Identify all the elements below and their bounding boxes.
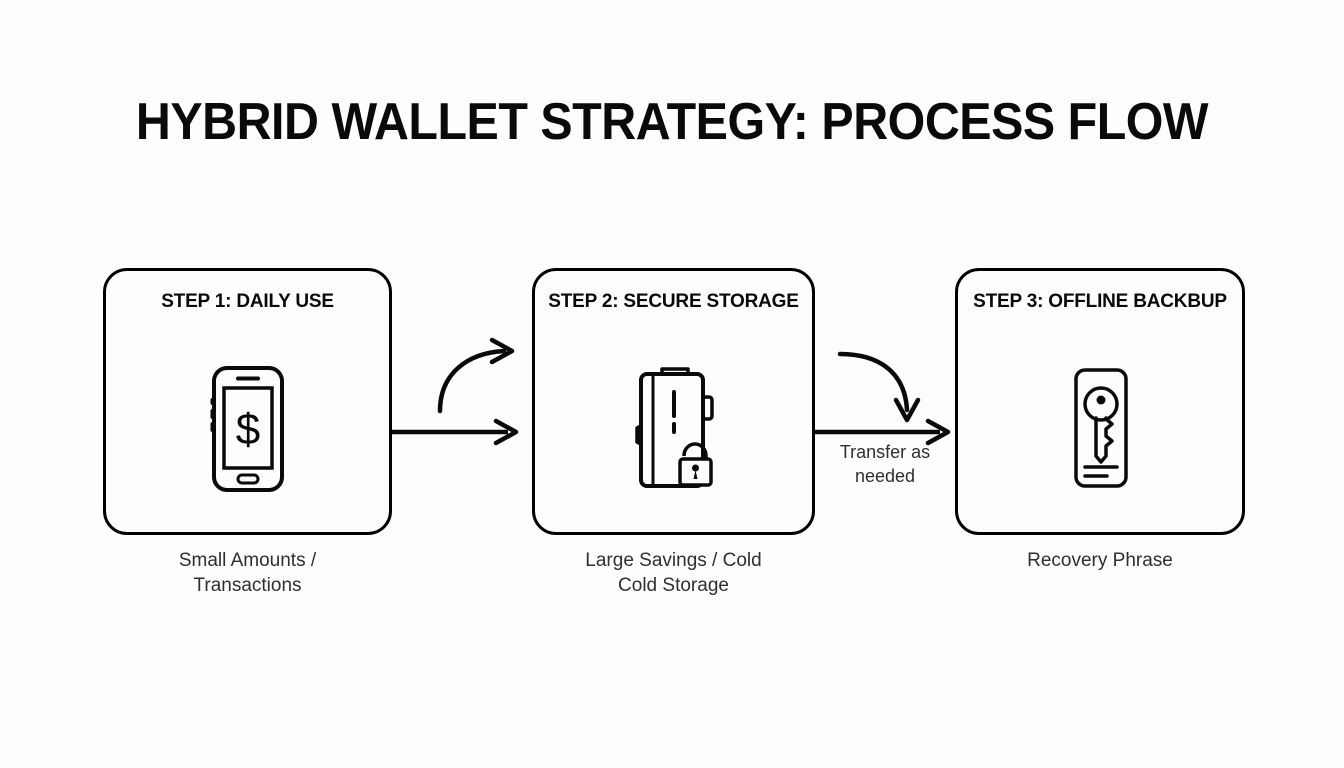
smartphone-dollar-icon: $ <box>106 359 389 499</box>
transfer-label-line1: Transfer as <box>839 442 931 462</box>
step-card-1[interactable]: STEP 1: DAILY USE $ <box>103 268 392 535</box>
transfer-as-needed-label: Transfer as needed <box>815 440 955 488</box>
curved-arrow-down-right-icon <box>837 351 921 423</box>
step-card-3-caption: Recovery Phrase <box>955 548 1245 573</box>
step-card-3-title: STEP 3: OFFLINE BACKBUP <box>973 291 1227 312</box>
connector-step1-step2 <box>392 268 532 568</box>
hardware-wallet-lock-icon <box>535 359 812 499</box>
step-card-2-title: STEP 2: SECURE STORAGE <box>548 291 799 312</box>
step-card-2-caption-line1: Large Savings / Cold <box>585 550 762 571</box>
step-card-2-caption: Large Savings / Cold Cold Storage <box>532 548 815 598</box>
step-card-3-caption-line1: Recovery Phrase <box>1027 550 1173 571</box>
curved-arrow-up-right-icon <box>437 337 515 414</box>
straight-arrow-right-icon <box>815 418 951 446</box>
step-card-2[interactable]: STEP 2: SECURE STORAGE <box>532 268 815 535</box>
step-card-1-caption: Small Amounts / Transactions <box>103 548 392 598</box>
step-card-1-caption-line2: Transactions <box>193 575 302 596</box>
straight-arrow-right-icon <box>392 418 519 446</box>
key-recovery-sheet-icon <box>958 359 1242 499</box>
transfer-label-line2: needed <box>854 466 916 486</box>
step-card-1-caption-line1: Small Amounts / <box>178 550 317 571</box>
step-card-1-title: STEP 1: DAILY USE <box>161 291 334 312</box>
step-card-3[interactable]: STEP 3: OFFLINE BACKBUP <box>955 268 1245 535</box>
connector-step2-step3 <box>815 268 955 568</box>
page-title: HYBRID WALLET STRATEGY: PROCESS FLOW <box>135 93 1209 151</box>
svg-text:$: $ <box>235 405 259 454</box>
step-card-2-caption-line2: Cold Storage <box>618 575 729 596</box>
